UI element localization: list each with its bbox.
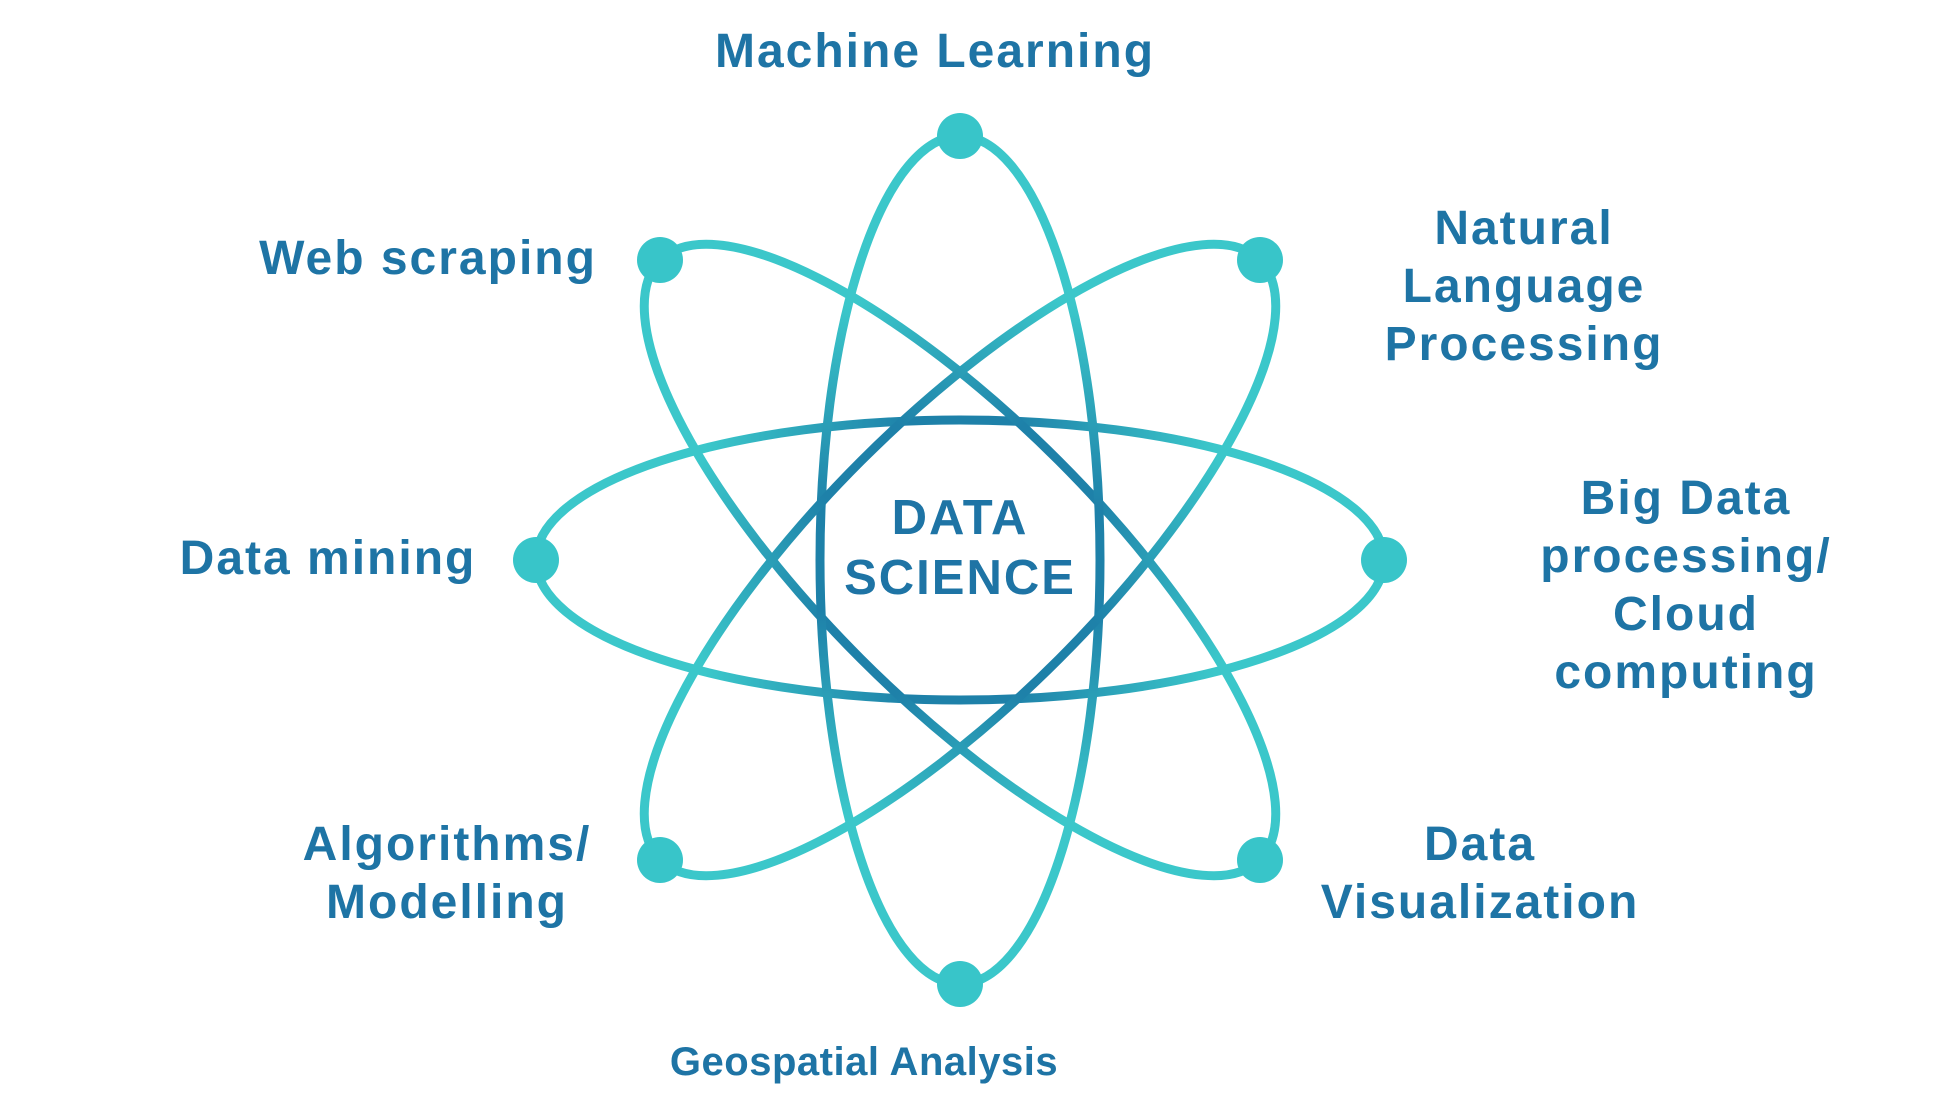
node-label-geospatial-analysis: Geospatial Analysis	[669, 1040, 1059, 1084]
node-label-data-visualization: Data Visualization	[1320, 818, 1640, 929]
node-dot-geospatial-analysis	[937, 961, 983, 1007]
node-dot-algorithms-modelling	[637, 837, 683, 883]
node-dot-data-mining	[513, 537, 559, 583]
node-dot-machine-learning	[937, 113, 983, 159]
node-label-big-data-cloud: Big Data processing/ Cloud computing	[1540, 472, 1832, 699]
node-label-machine-learning: Machine Learning	[714, 25, 1156, 78]
center-label: DATA SCIENCE	[844, 491, 1076, 605]
node-dot-natural-language-processing	[1237, 237, 1283, 283]
node-label-web-scraping: Web scraping	[259, 232, 597, 285]
node-dot-web-scraping	[637, 237, 683, 283]
node-dot-big-data-cloud	[1361, 537, 1407, 583]
node-label-algorithms-modelling: Algorithms/ Modelling	[302, 818, 592, 929]
node-label-natural-language-processing: Natural Language Processing	[1384, 202, 1664, 371]
node-dot-data-visualization	[1237, 837, 1283, 883]
node-label-data-mining: Data mining	[179, 532, 477, 585]
